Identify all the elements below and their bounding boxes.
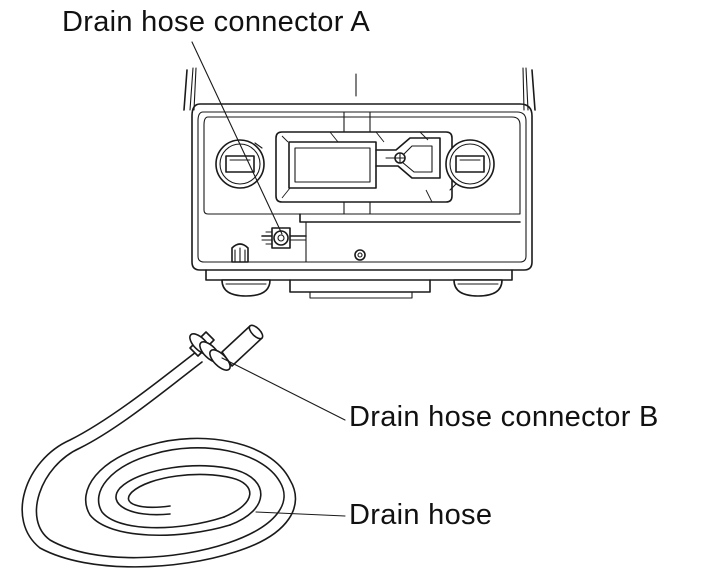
leader-connector-b (221, 357, 346, 421)
drain-connector-a-icon (265, 227, 291, 249)
drain-connector-b-icon (189, 324, 264, 371)
label-connector-b: Drain hose connector B (349, 401, 659, 433)
drain-hose-illustration (21, 324, 297, 568)
left-knob-icon (215, 139, 265, 189)
label-connector-a: Drain hose connector A (62, 6, 371, 38)
appliance-body (183, 67, 536, 299)
right-knob-icon (445, 139, 495, 191)
label-drain-hose: Drain hose (349, 499, 493, 531)
leader-drain-hose (255, 511, 346, 517)
leader-connector-a (191, 41, 283, 235)
